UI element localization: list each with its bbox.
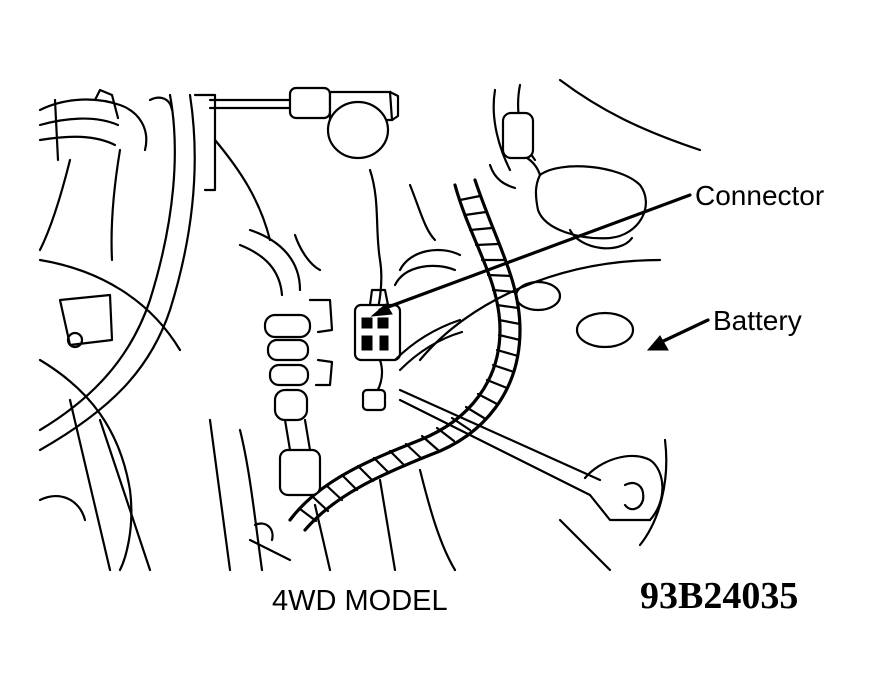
connector-label: Connector <box>695 180 825 211</box>
hose-assembly <box>238 228 334 497</box>
battery-label: Battery <box>713 305 802 336</box>
figure-caption: 4WD MODEL <box>272 585 448 617</box>
battery-outline <box>398 258 668 547</box>
harness-ribs <box>298 194 522 523</box>
engine-outline-lower <box>38 258 612 572</box>
corrugated-wire-harness <box>288 178 522 532</box>
plug-connector <box>353 248 464 412</box>
connector-callout-line <box>370 193 692 317</box>
wire-bundle-top-left <box>38 88 174 262</box>
battery-callout-arrow <box>646 318 710 351</box>
bent-tube-left <box>38 93 217 452</box>
battery-terminal-cap <box>488 111 647 250</box>
figure-code: 93B24035 <box>640 575 799 617</box>
rod-and-cylinder-top <box>208 86 400 160</box>
